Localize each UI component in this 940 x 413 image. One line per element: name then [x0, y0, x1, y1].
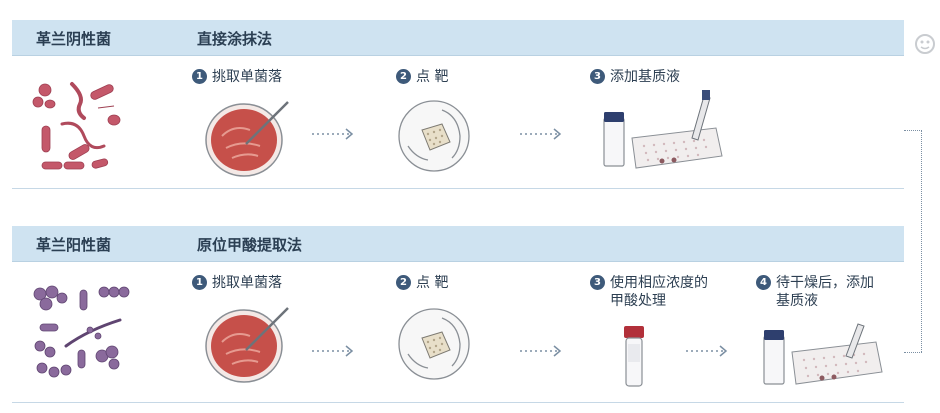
- step-4-label: 4 待干燥后，添加 基质液: [756, 274, 874, 310]
- row-header-gram-positive: 革兰阳性菌 原位甲酸提取法: [12, 226, 904, 262]
- connector-line: [904, 352, 922, 353]
- step-text: 挑取单菌落: [212, 69, 282, 85]
- connector-line: [904, 130, 922, 131]
- step-2-label: 2 点 靶: [396, 274, 448, 292]
- step-3-label: 3 添加基质液: [590, 68, 680, 86]
- step-number-badge: 1: [192, 275, 207, 290]
- petri-dish-illustration: [205, 101, 289, 177]
- step-number-badge: 3: [590, 275, 605, 290]
- step-3-label: 3 使用相应浓度的 甲酸处理: [590, 274, 708, 310]
- formic-acid-tube-illustration: [624, 326, 644, 387]
- gram-negative-bacteria-illustration: [32, 82, 121, 170]
- step-text: 点 靶: [416, 275, 449, 291]
- petri-dish-illustration: [205, 307, 289, 383]
- step-number-badge: 4: [756, 275, 771, 290]
- arrow-right-icon: [686, 345, 728, 357]
- row-divider: [12, 188, 904, 189]
- step-number-badge: 2: [396, 275, 411, 290]
- matrix-vial-and-plate-illustration: [763, 323, 883, 385]
- step-text: 使用相应浓度的: [610, 275, 708, 291]
- step-number-badge: 3: [590, 69, 605, 84]
- step-text: 待干燥后，添加: [776, 275, 874, 291]
- method-label: 原位甲酸提取法: [197, 236, 303, 254]
- step-text: 点 靶: [416, 69, 449, 85]
- step-text-line-2: 甲酸处理: [610, 293, 666, 309]
- target-spotting-illustration: [398, 100, 470, 172]
- step-number-badge: 2: [396, 69, 411, 84]
- step-number-badge: 1: [192, 69, 207, 84]
- arrow-right-icon: [520, 345, 562, 357]
- row-header-gram-negative: 革兰阴性菌 直接涂抹法: [12, 20, 904, 56]
- method-label: 直接涂抹法: [197, 30, 273, 48]
- bacteria-type-label: 革兰阳性菌: [36, 236, 112, 254]
- arrow-right-icon: [520, 128, 562, 140]
- step-text-line-2: 基质液: [776, 293, 818, 309]
- arrow-right-icon: [312, 128, 354, 140]
- step-2-label: 2 点 靶: [396, 68, 448, 86]
- step-1-label: 1 挑取单菌落: [192, 274, 282, 292]
- logo-icon: [915, 34, 935, 54]
- arrow-right-icon: [312, 345, 354, 357]
- step-text: 添加基质液: [610, 69, 680, 85]
- step-text: 挑取单菌落: [212, 275, 282, 291]
- row-divider: [12, 402, 904, 403]
- matrix-vial-and-plate-illustration: [603, 90, 723, 169]
- bacteria-type-label: 革兰阴性菌: [36, 30, 112, 48]
- target-spotting-illustration: [398, 308, 470, 380]
- step-1-label: 1 挑取单菌落: [192, 68, 282, 86]
- gram-positive-bacteria-illustration: [33, 285, 130, 378]
- connector-line: [921, 130, 922, 352]
